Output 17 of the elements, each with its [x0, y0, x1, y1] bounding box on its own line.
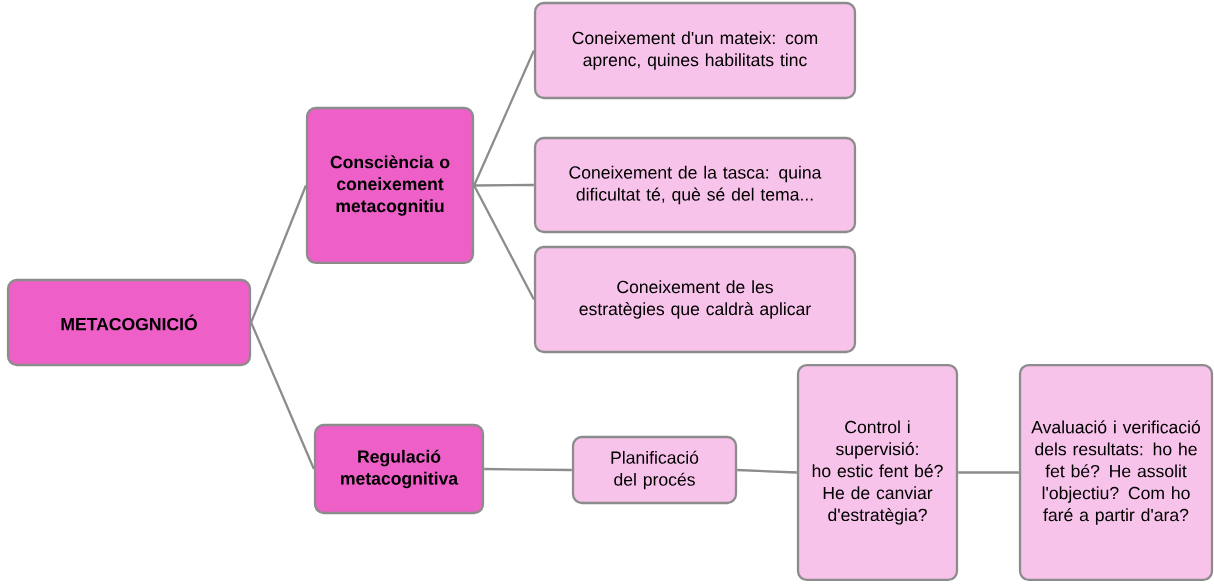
- detail-box: Avaluació i verificació dels resultats: ho he fet bé? He assolit l'objectiu? Com ho faré a partir d'ara?: [1018, 363, 1214, 582]
- connector-line: [474, 183, 534, 187]
- connector-line: [250, 322, 315, 470]
- topic-box: METACOGNICIÓ: [6, 278, 252, 367]
- detail-box: Coneixement de les estratègies que caldrà aplicar: [533, 245, 857, 354]
- connector-line: [473, 50, 535, 186]
- connector-line: [737, 468, 797, 474]
- connector-line: [250, 185, 307, 323]
- connector-line: [473, 184, 535, 300]
- detail-box: Coneixement d'un mateix: com aprenc, quines habilitats tinc: [533, 1, 857, 100]
- connector-line: [958, 471, 1019, 474]
- connector-line: [484, 467, 572, 472]
- detail-box: Planificació del procés: [571, 435, 738, 505]
- topic-box: Regulació metacognitiva: [313, 423, 485, 515]
- detail-box: Coneixement de la tasca: quina dificultat té, què sé del tema...: [533, 136, 857, 234]
- topic-box: Consciència o coneixement metacognitiu: [305, 106, 475, 265]
- detail-box: Control i supervisió: ho estic fent bé? He de canviar d'estratègia?: [796, 363, 959, 582]
